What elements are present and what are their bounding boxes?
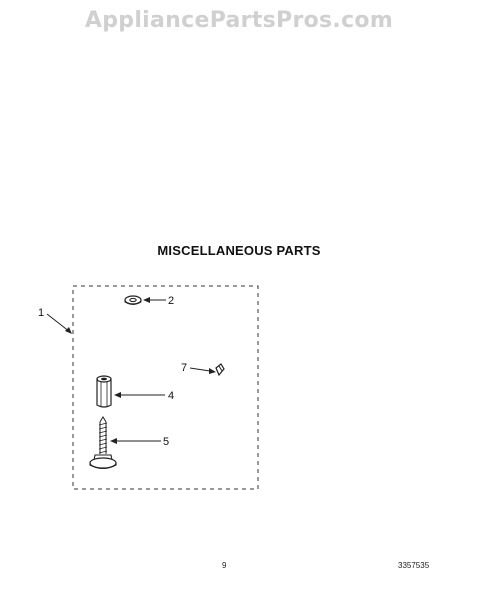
callout-5: 5: [163, 436, 169, 448]
leader-1-arrow: [65, 327, 72, 334]
leader-2-arrow: [143, 297, 150, 303]
watermark: AppliancePartsPros.com: [84, 8, 394, 33]
document-number: 3357535: [398, 561, 430, 570]
callout-1: 1: [38, 307, 44, 319]
screw-part: [89, 416, 117, 470]
clip-part: [215, 363, 225, 377]
leader-4-arrow: [114, 392, 121, 398]
callout-4: 4: [168, 390, 174, 402]
coupling-nut-part: [96, 375, 112, 408]
leader-7: [189, 367, 211, 372]
callout-7: 7: [181, 362, 187, 374]
kit-boundary: [72, 285, 259, 490]
page-number: 9: [222, 561, 227, 570]
leader-1: [46, 313, 71, 333]
leader-5-arrow: [110, 438, 117, 444]
callout-2: 2: [168, 295, 174, 307]
section-title: MISCELLANEOUS PARTS: [157, 243, 321, 258]
leader-7-arrow: [209, 368, 216, 374]
washer-part: [124, 295, 142, 305]
